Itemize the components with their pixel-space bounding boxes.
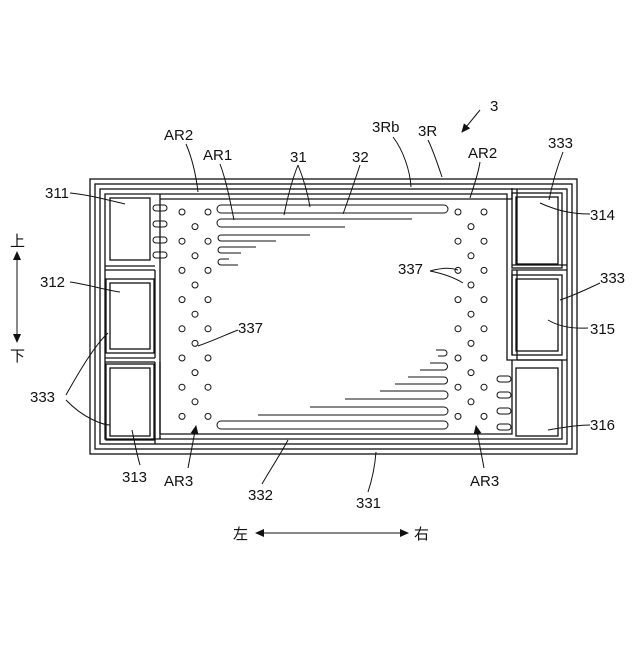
- label-337-right: 337: [398, 261, 423, 278]
- via-hole: [481, 413, 487, 419]
- via-hole: [481, 297, 487, 303]
- terminal-315: [512, 275, 562, 355]
- via-hole: [468, 253, 474, 259]
- via-hole: [481, 209, 487, 215]
- via-hole: [468, 399, 474, 405]
- via-hole: [468, 340, 474, 346]
- via-hole: [205, 209, 211, 215]
- via-hole: [455, 297, 461, 303]
- inner-frame: [105, 188, 567, 444]
- via-hole: [455, 413, 461, 419]
- label-3Rb: 3Rb: [372, 119, 400, 136]
- terminal-312: [106, 279, 154, 353]
- label-ar3-right: AR3: [470, 473, 499, 490]
- via-hole: [179, 413, 185, 419]
- via-hole: [192, 253, 198, 259]
- via-hole: [192, 370, 198, 376]
- wiring-31-32-top: [217, 205, 448, 265]
- horizontal-direction-arrow: [255, 529, 409, 537]
- vias-337-right: [455, 209, 487, 419]
- label-ar2-left: AR2: [164, 127, 193, 144]
- via-hole: [455, 209, 461, 215]
- via-hole: [205, 326, 211, 332]
- via-hole: [179, 355, 185, 361]
- via-hole: [179, 326, 185, 332]
- label-311: 311: [45, 185, 69, 202]
- label-333-left: 333: [30, 389, 55, 406]
- via-hole: [192, 311, 198, 317]
- terminal-311: [110, 198, 150, 260]
- label-337-left: 337: [238, 320, 263, 337]
- label-332: 332: [248, 487, 273, 504]
- label-32: 32: [352, 149, 369, 166]
- via-hole: [179, 238, 185, 244]
- slots-right: [497, 376, 511, 430]
- via-hole: [481, 238, 487, 244]
- label-direction-right: 右: [414, 526, 429, 543]
- via-hole: [205, 267, 211, 273]
- label-314: 314: [590, 207, 615, 224]
- substrate-frame: [90, 179, 577, 454]
- via-hole: [205, 238, 211, 244]
- label-316: 316: [590, 417, 615, 434]
- via-hole: [455, 355, 461, 361]
- terminal-314: [512, 193, 562, 268]
- via-hole: [468, 311, 474, 317]
- via-hole: [481, 384, 487, 390]
- vias-337-left: [179, 209, 211, 419]
- via-hole: [179, 384, 185, 390]
- via-hole: [179, 297, 185, 303]
- label-ar2-right: AR2: [468, 145, 497, 162]
- wiring-bottom: [217, 350, 448, 429]
- via-hole: [205, 297, 211, 303]
- via-hole: [179, 209, 185, 215]
- label-direction-down: 下: [10, 348, 25, 365]
- label-31: 31: [290, 149, 307, 166]
- label-ar3-left: AR3: [164, 473, 193, 490]
- label-3: 3: [490, 98, 498, 115]
- label-313: 313: [122, 469, 147, 486]
- via-hole: [468, 282, 474, 288]
- via-hole: [455, 326, 461, 332]
- label-direction-up: 上: [10, 233, 25, 250]
- label-333-top: 333: [548, 135, 573, 152]
- via-hole: [468, 224, 474, 230]
- via-hole: [205, 355, 211, 361]
- via-hole: [455, 238, 461, 244]
- leader-lines: [66, 110, 600, 492]
- vertical-direction-arrow: [13, 251, 21, 343]
- via-hole: [192, 340, 198, 346]
- label-3R: 3R: [418, 123, 437, 140]
- via-hole: [455, 384, 461, 390]
- label-direction-left: 左: [233, 526, 248, 543]
- via-hole: [468, 370, 474, 376]
- label-315: 315: [590, 321, 615, 338]
- via-hole: [192, 399, 198, 405]
- via-hole: [205, 413, 211, 419]
- via-hole: [179, 267, 185, 273]
- label-ar1: AR1: [203, 147, 232, 164]
- label-312: 312: [40, 274, 65, 291]
- via-hole: [192, 282, 198, 288]
- via-hole: [205, 384, 211, 390]
- via-hole: [192, 224, 198, 230]
- label-331: 331: [356, 495, 381, 512]
- via-hole: [481, 326, 487, 332]
- terminal-316: [516, 368, 558, 436]
- terminal-313: [106, 364, 154, 440]
- via-hole: [455, 267, 461, 273]
- via-hole: [481, 355, 487, 361]
- label-333-right: 333: [600, 270, 625, 287]
- via-hole: [481, 267, 487, 273]
